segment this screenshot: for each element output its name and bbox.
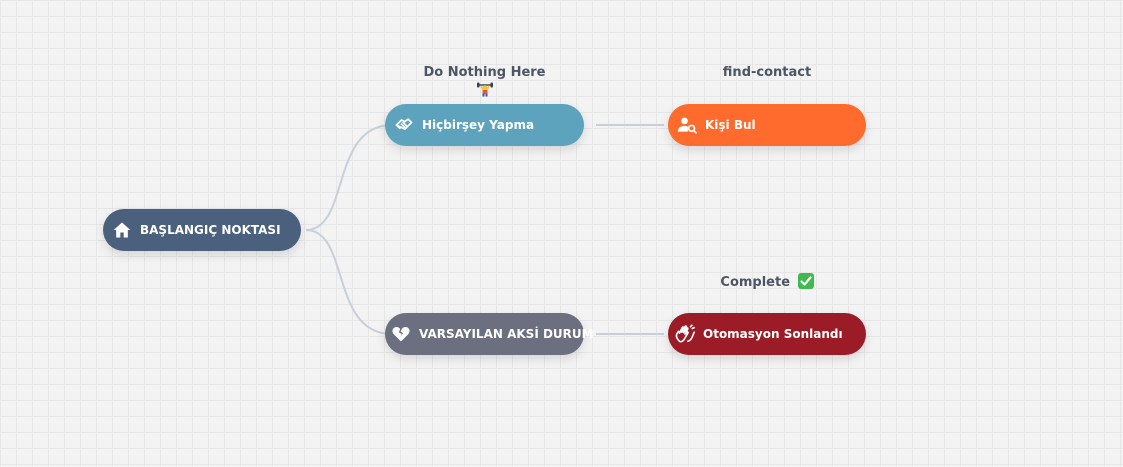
node-default-negative[interactable]: VARSAYILAN AKSİ DURUM <box>385 313 594 355</box>
annotation-complete-title: Complete <box>720 275 791 290</box>
home-icon <box>111 219 133 241</box>
annotation-do-nothing-title: Do Nothing Here <box>423 65 546 80</box>
node-do-nothing[interactable]: Hiçbirşey Yapma <box>385 104 584 146</box>
annotation-complete: Complete <box>668 273 866 290</box>
person-lifting-weights-emoji <box>477 81 493 97</box>
node-start-label: BAŞLANGIÇ NOKTASI <box>140 223 281 237</box>
user-search-icon <box>676 114 698 136</box>
annotation-find-contact-title: find-contact <box>722 65 812 80</box>
check-mark-button-emoji <box>797 273 814 289</box>
node-find-person[interactable]: Kişi Bul <box>668 104 866 146</box>
edge-start-to-do-nothing <box>305 124 393 231</box>
broken-heart-icon <box>390 323 412 345</box>
annotation-find-contact: find-contact <box>668 65 866 80</box>
node-automation-ended-label: Otomasyon Sonlandı <box>703 327 843 341</box>
handshake-icon <box>393 114 415 136</box>
node-do-nothing-label: Hiçbirşey Yapma <box>422 118 535 132</box>
waving-hands-icon <box>674 323 696 345</box>
annotation-do-nothing: Do Nothing Here <box>385 65 584 80</box>
node-start[interactable]: BAŞLANGIÇ NOKTASI <box>103 209 301 251</box>
edge-start-to-default-negative <box>305 229 393 335</box>
node-automation-ended[interactable]: Otomasyon Sonlandı <box>668 313 866 355</box>
node-default-negative-label: VARSAYILAN AKSİ DURUM <box>419 327 594 341</box>
node-find-person-label: Kişi Bul <box>705 118 756 132</box>
